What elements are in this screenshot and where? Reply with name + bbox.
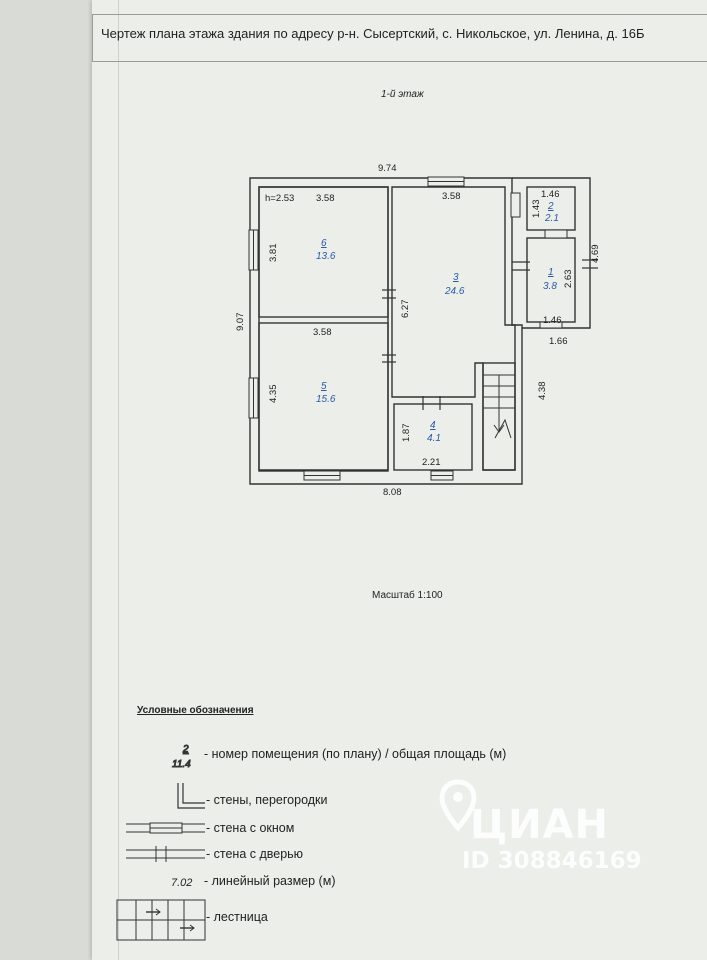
room-2-area: 2.1 (544, 213, 559, 224)
room-4-number: 4 (430, 420, 436, 431)
legend-title: Условные обозначения (137, 705, 254, 716)
dim-room-1-width: 1.46 (543, 315, 562, 326)
outer-wall (249, 177, 523, 485)
legend-wall-symbol (177, 783, 205, 809)
dim-room-1-height: 2.63 (563, 270, 574, 289)
dim-right-lower: 4.38 (537, 382, 548, 401)
dim-room-6-height: 3.81 (268, 244, 279, 263)
floor-label: 1-й этаж (381, 89, 424, 100)
dim-room-5-height: 4.35 (268, 385, 279, 404)
room-6-area: 13.6 (316, 251, 336, 262)
dim-bottom-width: 8.08 (383, 487, 402, 498)
title-frame (92, 14, 707, 62)
document-title: Чертеж плана этажа здания по адресу р-н.… (101, 26, 645, 41)
staircase (483, 374, 515, 439)
dim-ceiling-height: h=2.53 (265, 193, 294, 204)
room-3-number: 3 (453, 272, 459, 283)
legend-window-symbol (126, 822, 205, 834)
legend-sample-area: 11.4 (172, 759, 191, 770)
dim-room-3-height: 6.27 (400, 300, 411, 319)
room-2-number: 2 (547, 201, 554, 212)
legend-door-symbol (126, 846, 205, 862)
room-6-walls (258, 186, 389, 318)
room-1-area: 3.8 (543, 281, 557, 292)
window-annex-room-2 (510, 192, 521, 218)
room-4-area: 4.1 (427, 433, 441, 444)
dim-room-4-height: 1.87 (401, 424, 412, 443)
room-1-number: 1 (548, 267, 554, 278)
room-5-number: 5 (321, 381, 327, 392)
room-4-walls (393, 403, 473, 471)
stair-block (482, 362, 516, 471)
legend-stair-text: - лестница (206, 910, 268, 924)
legend-window-text: - стена с окном (206, 821, 295, 835)
legend-sample-number: 2 (182, 744, 189, 755)
dim-room-6-width: 3.58 (316, 193, 335, 204)
dim-room-2-height: 1.43 (531, 200, 542, 219)
room-6-number: 6 (321, 238, 327, 249)
room-3-area: 24.6 (444, 286, 465, 297)
legend-sample-dimension: 7.02 (171, 877, 192, 889)
legend-room-number-text: - номер помещения (по плану) / общая пло… (204, 747, 507, 761)
dim-room-2-width: 1.46 (541, 189, 560, 200)
paper-fold (118, 0, 119, 960)
window-annex-top (544, 229, 568, 239)
legend-dimension-text: - линейный размер (м) (204, 874, 336, 888)
legend-door-text: - стена с дверью (206, 847, 304, 861)
dim-room-5-width: 3.58 (313, 327, 332, 338)
legend-walls-text: - стены, перегородки (206, 793, 328, 807)
dim-room-4-width: 2.21 (422, 457, 441, 468)
watermark-listing-id: ID 308846169 (462, 848, 642, 874)
watermark-brand: ЦИАН (470, 802, 610, 848)
room-5-area: 15.6 (316, 394, 336, 405)
location-pin-icon (439, 779, 477, 832)
window-annex-bottom (539, 321, 563, 329)
dim-top-width: 9.74 (378, 163, 397, 174)
dim-room-3-width: 3.58 (442, 191, 461, 202)
scale-label: Масштаб 1:100 (372, 590, 443, 601)
dim-left-height: 9.07 (235, 313, 246, 332)
dim-right-upper: 4.69 (590, 245, 601, 264)
legend-stair-symbol (116, 899, 206, 941)
paper-sheet (92, 0, 707, 960)
dim-annex-step: 1.66 (549, 336, 568, 347)
